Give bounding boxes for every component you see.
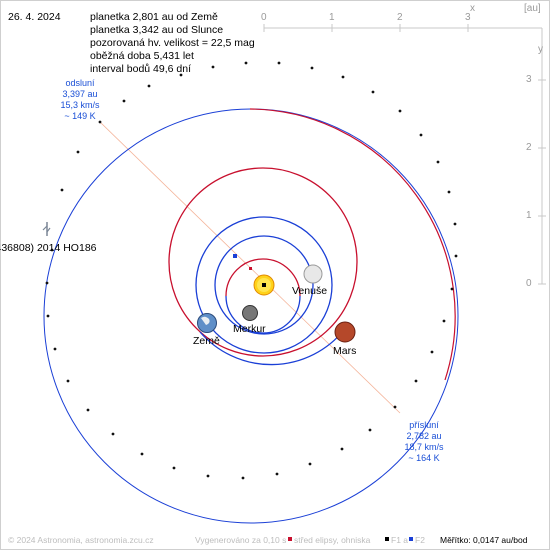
earth-label: Země bbox=[193, 335, 220, 347]
asteroid-icon bbox=[42, 222, 51, 236]
info-line: planetka 2,801 au od Země bbox=[90, 11, 218, 23]
venus-label: Venuše bbox=[292, 285, 328, 297]
asteroid-orbit-red bbox=[249, 108, 456, 381]
earth-cloud bbox=[201, 316, 210, 325]
x-axis-label: x bbox=[470, 3, 475, 14]
venus-orbit bbox=[214, 235, 314, 335]
x-tick-label: 2 bbox=[397, 12, 403, 23]
aphelion-speed: 15,3 km/s bbox=[60, 100, 100, 110]
footer-legend-f1: F1 a bbox=[391, 535, 409, 545]
footer-legend-f2: F2 bbox=[415, 535, 425, 545]
mars-orbit bbox=[168, 167, 358, 357]
axis-unit: [au] bbox=[524, 3, 541, 14]
x-tick-label: 3 bbox=[465, 12, 471, 23]
mercury-icon bbox=[242, 305, 258, 321]
aphelion-distance: 3,397 au bbox=[62, 89, 98, 99]
footer-copyright: © 2024 Astronomia, astronomia.zcu.cz bbox=[8, 535, 154, 545]
mercury-label: Merkur bbox=[233, 323, 266, 335]
ellipse-center-marker bbox=[249, 267, 252, 270]
aphelion-title: odsluní bbox=[65, 78, 95, 88]
footer-legend-center: střed elipsy, ohniska bbox=[294, 535, 371, 545]
info-line: interval bodů 49,6 dní bbox=[90, 63, 191, 75]
perihelion-title: přísluní bbox=[409, 420, 439, 430]
legend-center-marker bbox=[288, 537, 292, 541]
perihelion-temp: ~ 164 K bbox=[408, 453, 440, 463]
footer-generated: Vygenerováno za 0,10 s bbox=[195, 535, 287, 545]
earth-orbit bbox=[195, 216, 333, 354]
x-tick-label: 0 bbox=[261, 12, 267, 23]
asteroid-label: (436808) 2014 HO186 bbox=[0, 242, 97, 254]
asteroid-orbit-dots bbox=[45, 61, 458, 480]
info-line: oběžná doba 5,431 let bbox=[90, 50, 194, 62]
aphelion-temp: ~ 149 K bbox=[64, 111, 96, 121]
perihelion-speed: 18,7 km/s bbox=[404, 442, 444, 452]
legend-f1-marker bbox=[385, 537, 389, 541]
mars-icon bbox=[334, 321, 356, 343]
focus-f1-marker bbox=[262, 283, 266, 287]
mercury-orbit-blue bbox=[225, 295, 301, 334]
y-tick-label: 2 bbox=[526, 142, 532, 153]
info-line: pozorovaná hv. velikost = 22,5 mag bbox=[90, 37, 255, 49]
y-axis-label: y bbox=[538, 44, 543, 55]
info-line: planetka 3,342 au od Slunce bbox=[90, 24, 224, 36]
y-tick-label: 0 bbox=[526, 278, 532, 289]
focus-f2-marker bbox=[233, 254, 237, 258]
perihelion-distance: 2,782 au bbox=[406, 431, 442, 441]
footer-scale: Měřítko: 0,0147 au/bod bbox=[440, 535, 528, 545]
legend-f2-marker bbox=[409, 537, 413, 541]
date-label: 26. 4. 2024 bbox=[8, 11, 61, 23]
y-tick-label: 1 bbox=[526, 210, 532, 221]
mercury-orbit-red bbox=[225, 258, 301, 297]
venus-icon bbox=[303, 264, 323, 284]
x-tick-label: 1 bbox=[329, 12, 335, 23]
mars-label: Mars bbox=[333, 345, 357, 357]
mars-orbit-blue bbox=[199, 329, 345, 366]
y-tick-label: 3 bbox=[526, 74, 532, 85]
